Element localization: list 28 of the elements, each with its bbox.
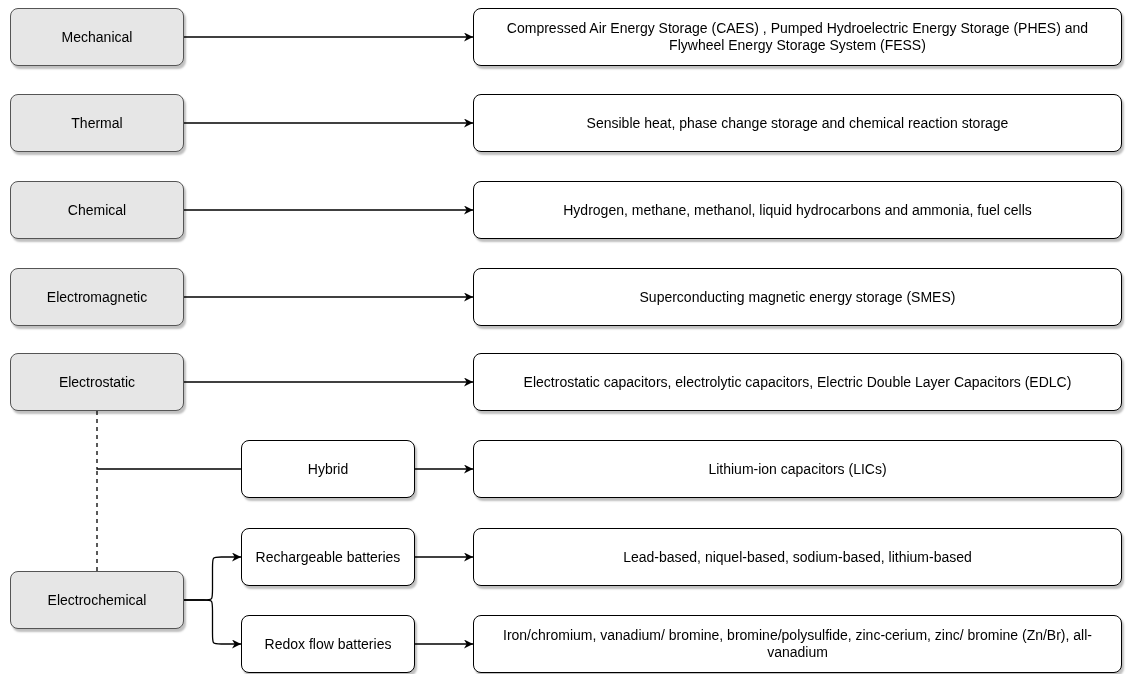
description-box: Electrostatic capacitors, electrolytic capacitors, Electric Double Layer Capacitors (EDLC)	[473, 353, 1122, 411]
description-box: Hydrogen, methane, methanol, liquid hydrocarbons and ammonia, fuel cells	[473, 181, 1122, 239]
arrow	[183, 32, 474, 42]
arrow	[414, 464, 474, 474]
arrow	[183, 205, 474, 215]
category-box: Thermal	[10, 94, 184, 152]
subcategory-box: Redox flow batteries	[241, 615, 415, 673]
dashed-connector	[96, 468, 242, 572]
arrow	[414, 552, 474, 562]
description-box: Lithium-ion capacitors (LICs)	[473, 440, 1122, 498]
description-box: Iron/chromium, vanadium/ bromine, bromine/polysulfide, zinc-cerium, zinc/ bromine (Zn/Br), all-vanadium	[473, 615, 1122, 673]
description-box: Sensible heat, phase change storage and chemical reaction storage	[473, 94, 1122, 152]
arrow	[183, 118, 474, 128]
description-box: Lead-based, niquel-based, sodium-based, lithium-based	[473, 528, 1122, 586]
category-box: Mechanical	[10, 8, 184, 66]
description-box: Superconducting magnetic energy storage (SMES)	[473, 268, 1122, 326]
arrow	[183, 292, 474, 302]
arrow	[183, 599, 242, 649]
subcategory-box: Rechargeable batteries	[241, 528, 415, 586]
description-box: Compressed Air Energy Storage (CAES) , Pumped Hydroelectric Energy Storage (PHES) and Flywheel Energy Storage System (FESS)	[473, 8, 1122, 66]
category-box: Chemical	[10, 181, 184, 239]
subcategory-box: Hybrid	[241, 440, 415, 498]
arrow	[414, 639, 474, 649]
category-box: Electromagnetic	[10, 268, 184, 326]
arrow	[183, 377, 474, 387]
category-box: Electrostatic	[10, 353, 184, 411]
dashed-connector	[96, 410, 242, 470]
category-box: Electrochemical	[10, 571, 184, 629]
